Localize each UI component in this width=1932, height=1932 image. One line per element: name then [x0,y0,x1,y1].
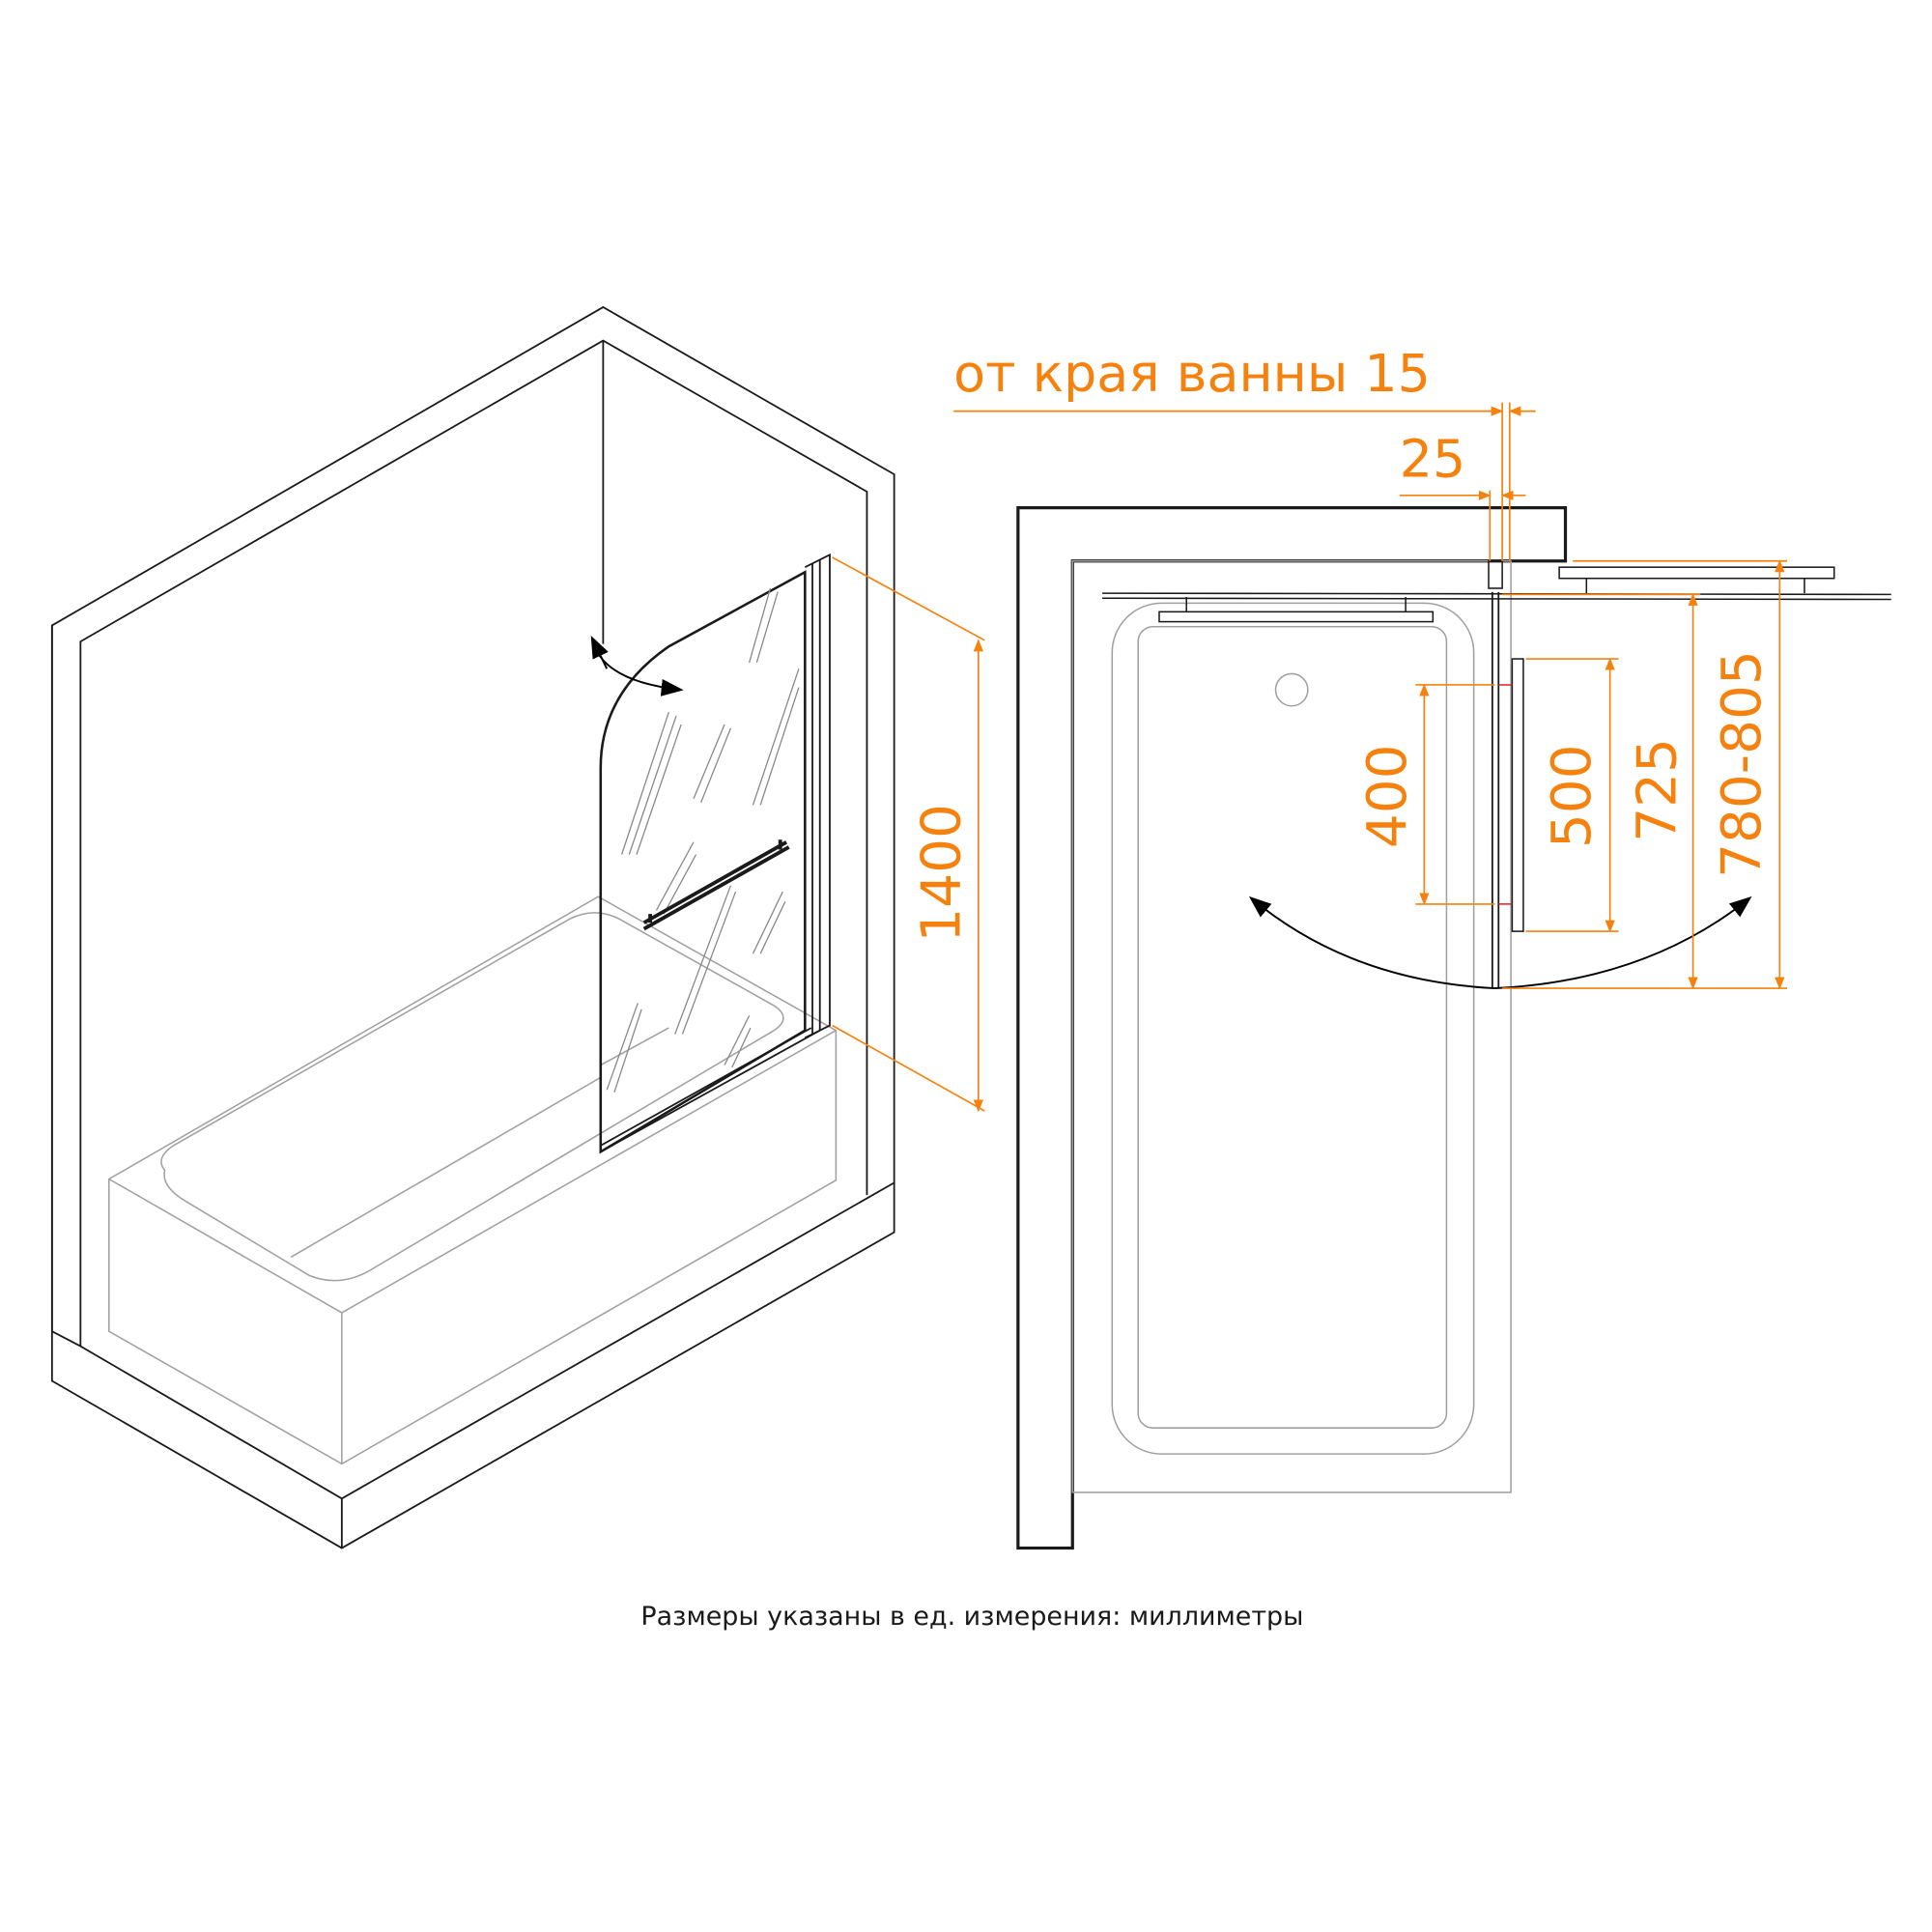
glass-panel [599,570,807,1154]
plan-dimensions [953,402,1788,990]
units-caption: Размеры указаны в ед. измерения: миллиме… [640,1602,1303,1632]
wall-inner [79,339,868,1347]
plan-view [1016,506,1891,1550]
plan-wall [1016,506,1568,1550]
glass-bottom-edge [600,1027,821,1153]
swing-arc-arrow [1248,895,1495,990]
dim-label-1400: 1400 [911,804,974,943]
glass-pattern [606,587,800,1093]
dimension-1400 [832,556,985,1113]
dim-label-725: 725 [1627,738,1690,842]
gap-label: 25 [1400,429,1466,490]
floor-edge [50,625,895,1548]
plan-towel-bar-inner [1158,611,1435,623]
bathtub [108,895,838,1465]
isometric-view [50,305,895,1549]
drain-icon [1274,672,1309,707]
dim-label-500: 500 [1541,745,1604,849]
dim-label-780-805: 780-805 [1711,650,1774,878]
towel-bar [642,839,790,931]
dim-label-400: 400 [1356,745,1419,849]
offset-label: от края ванны 15 [953,343,1431,404]
plan-towel-bar-outer [1558,566,1835,580]
hinge-profile [804,553,831,1039]
closed-glass-line [1491,591,1500,989]
plan-hinge [1488,560,1503,589]
open-glass-line [1102,592,1891,601]
plan-bathtub [1071,560,1512,1493]
wall-outline [50,305,895,1549]
plan-handle [1511,658,1524,932]
